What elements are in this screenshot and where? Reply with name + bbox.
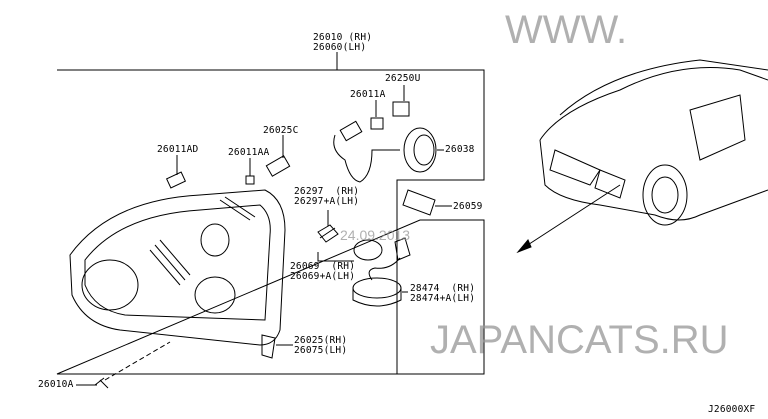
label-26075-lh: 26075(LH)	[294, 345, 348, 356]
socket-26025C	[265, 135, 291, 177]
label-28474-rh: 28474 (RH)	[410, 283, 476, 294]
bulb-26011AD	[165, 155, 187, 189]
label-26059-part	[402, 189, 452, 216]
bulb-26011A	[370, 100, 384, 130]
bulb-26297	[317, 210, 339, 243]
label-26250U: 26250U	[385, 73, 421, 84]
socket-26250U	[392, 85, 410, 117]
label-26297-rh: 26297 (RH)	[294, 186, 360, 197]
label-26059: 26059	[453, 201, 483, 212]
label-26010-rh: 26010 (RH)	[313, 32, 373, 43]
label-26025-rh: 26025(RH)	[294, 335, 348, 346]
watermark-www: WWW.	[505, 8, 628, 52]
label-26060-lh: 26060(LH)	[313, 42, 367, 53]
watermark-date: 24.09.2013	[340, 227, 411, 243]
pointer-arrow	[516, 184, 621, 254]
label-26011A: 26011A	[350, 89, 386, 100]
igniter-28474	[352, 237, 411, 307]
screw-26010A	[76, 341, 171, 389]
label-26069-rh: 26069 (RH)	[290, 261, 356, 272]
vehicle-illustration	[539, 59, 768, 226]
label-26010A: 26010A	[38, 379, 74, 390]
cap-26069	[317, 239, 383, 262]
harness	[333, 120, 400, 183]
label-28474-lh: 28474+A(LH)	[410, 293, 476, 304]
bracket-26025	[261, 334, 293, 359]
bulb-26011AA	[245, 158, 255, 185]
label-26069-lh: 26069+A(LH)	[290, 271, 356, 282]
assembly-frame	[56, 69, 485, 375]
label-26297-lh: 26297+A(LH)	[294, 196, 360, 207]
headlamp-housing	[69, 189, 286, 346]
label-26011AD: 26011AD	[157, 144, 199, 155]
label-26011AA: 26011AA	[228, 147, 270, 158]
label-26025C: 26025C	[263, 125, 299, 136]
diagram-code: J26000XF	[708, 404, 756, 415]
watermark-site: JAPANCATS.RU	[430, 318, 729, 362]
label-26038: 26038	[445, 144, 475, 155]
cap-26038	[403, 127, 444, 173]
